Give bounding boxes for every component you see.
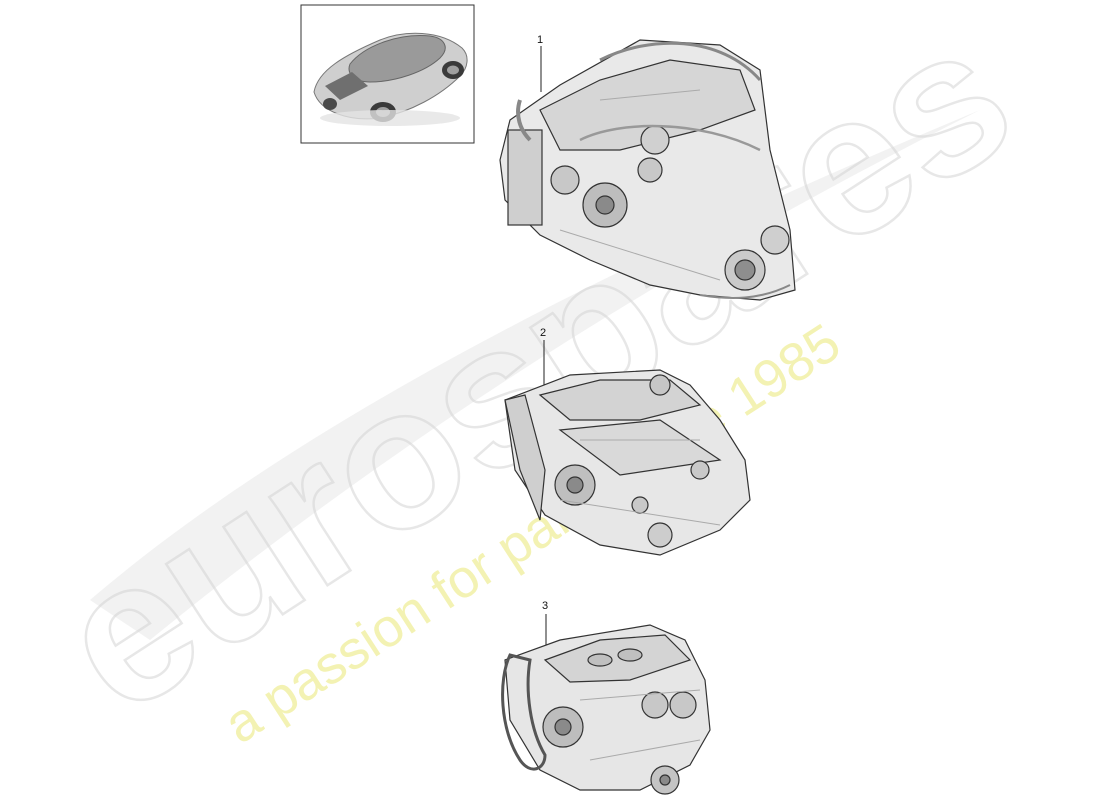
- car-thumbnail[interactable]: [300, 4, 475, 144]
- callout-number-2: 2: [540, 327, 546, 339]
- car-thumbnail-icon: [313, 32, 468, 126]
- crankcase-block-icon: [501, 624, 711, 795]
- part-2[interactable]: 2: [504, 327, 751, 556]
- part-1[interactable]: 1: [499, 34, 796, 301]
- callout-number-1: 1: [537, 34, 543, 46]
- watermark-swoosh: [90, 110, 980, 640]
- part-3[interactable]: 3: [501, 600, 711, 795]
- short-block-engine-icon: [504, 369, 751, 556]
- complete-engine-icon: [499, 39, 796, 301]
- callout-number-3: 3: [542, 600, 548, 612]
